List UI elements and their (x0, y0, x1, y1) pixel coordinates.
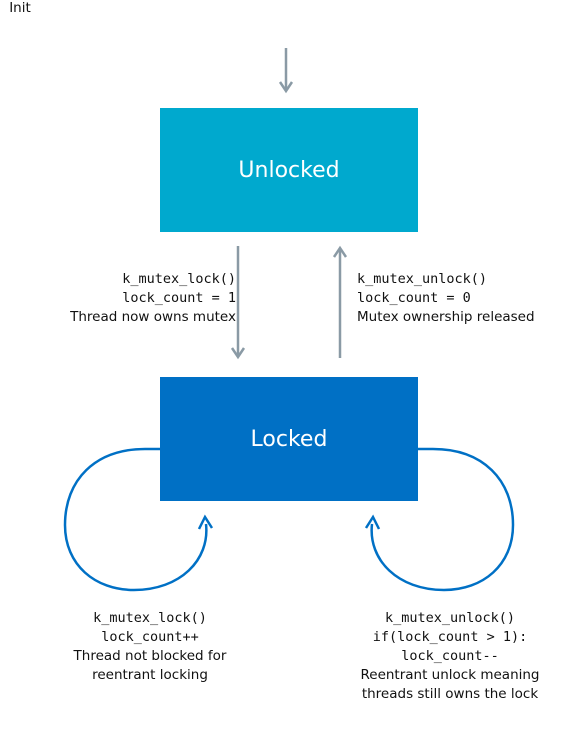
locked-state-label: Locked (250, 426, 328, 452)
unlock-call: k_mutex_unlock() (357, 271, 488, 287)
unlock-arrow (332, 245, 348, 358)
unlock-count-assign: lock_count = 0 (357, 290, 471, 306)
init-label: Init (9, 0, 31, 16)
self-unlock-call: k_mutex_unlock() (384, 610, 516, 626)
self-unlock-label: k_mutex_unlock() if(lock_count > 1): loc… (330, 609, 570, 704)
unlock-description: Mutex ownership released (357, 309, 535, 325)
self-lock-call: k_mutex_lock() (93, 610, 207, 626)
self-lock-increment: lock_count++ (101, 629, 199, 645)
lock-transition-label: k_mutex_lock() lock_count = 1 Thread now… (70, 270, 236, 327)
self-unlock-decrement: lock_count-- (401, 648, 499, 664)
self-unlock-loop (364, 447, 515, 592)
self-unlock-desc-2: threads still owns the lock (361, 686, 539, 702)
unlocked-state: Unlocked (160, 108, 418, 232)
self-lock-desc-2: reentrant locking (92, 667, 208, 683)
self-unlock-condition: if(lock_count > 1): (372, 629, 528, 645)
unlock-transition-label: k_mutex_unlock() lock_count = 0 Mutex ow… (357, 270, 535, 327)
locked-state: Locked (160, 377, 418, 501)
lock-arrow (230, 246, 246, 360)
self-unlock-desc-1: Reentrant unlock meaning (360, 667, 540, 683)
lock-count-assign: lock_count = 1 (122, 290, 236, 306)
init-arrow (278, 48, 294, 94)
lock-description: Thread now owns mutex (70, 309, 236, 325)
self-lock-label: k_mutex_lock() lock_count++ Thread not b… (30, 609, 270, 685)
lock-call: k_mutex_lock() (122, 271, 236, 287)
self-lock-loop (63, 447, 214, 592)
unlocked-state-label: Unlocked (238, 157, 340, 183)
self-lock-desc-1: Thread not blocked for (73, 648, 227, 664)
